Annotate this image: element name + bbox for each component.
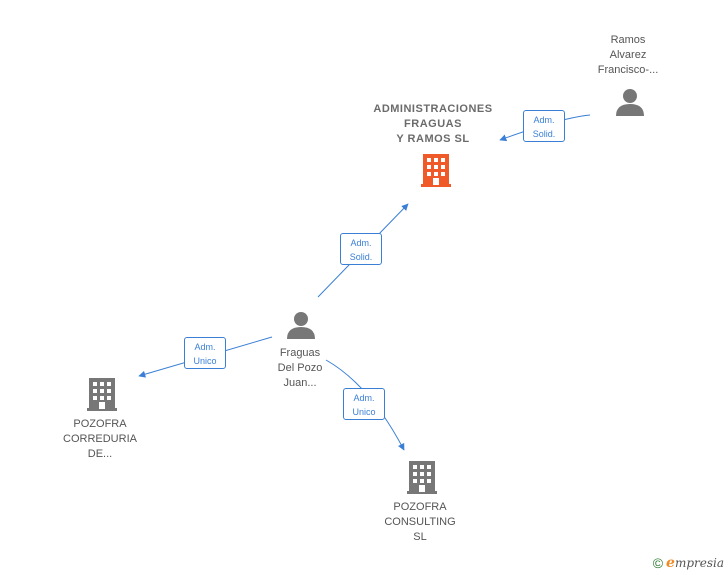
badge-line: Adm.: [353, 393, 375, 403]
label-line: DE...: [87, 448, 113, 460]
building-icon[interactable]: [87, 378, 117, 411]
person-icon[interactable]: [287, 312, 315, 339]
badge-line: Unico: [193, 356, 217, 366]
badge-line: Adm.: [194, 342, 216, 352]
label-line: POZOFRA: [73, 418, 127, 430]
label-line: Fraguas: [279, 347, 321, 359]
company-consulting-label[interactable]: POZOFRA CONSULTING SL: [370, 500, 470, 545]
company-correduria-label[interactable]: POZOFRA CORREDURIA DE...: [50, 417, 150, 462]
badge-line: Solid.: [532, 129, 556, 139]
footer-brand: © empresia: [653, 555, 724, 571]
label-line: Alvarez: [609, 49, 647, 61]
label-line: ADMINISTRACIONES: [373, 103, 493, 115]
label-line: Ramos: [610, 34, 646, 46]
label-line: POZOFRA: [393, 501, 447, 513]
building-icon[interactable]: [421, 154, 451, 187]
label-line: Juan...: [283, 377, 317, 389]
role-badge-fraguas-main[interactable]: Adm. Solid.: [340, 233, 382, 265]
badge-line: Adm.: [350, 238, 372, 248]
label-line: FRAGUAS: [404, 118, 462, 130]
label-line: CONSULTING: [384, 516, 456, 528]
copyright-icon: ©: [652, 555, 664, 571]
brand-logo-rest: mpresia: [674, 556, 724, 570]
badge-line: Unico: [352, 407, 376, 417]
brand-logo[interactable]: empresia: [666, 555, 724, 571]
label-line: Y RAMOS SL: [396, 133, 470, 145]
badge-line: Solid.: [349, 252, 373, 262]
label-line: Francisco-...: [597, 64, 659, 76]
label-line: SL: [413, 531, 427, 543]
role-badge-ramos-main[interactable]: Adm. Solid.: [523, 110, 565, 142]
label-line: CORREDURIA: [63, 433, 137, 445]
role-badge-fraguas-correduria[interactable]: Adm. Unico: [184, 337, 226, 369]
role-badge-fraguas-consulting[interactable]: Adm. Unico: [343, 388, 385, 420]
main-company-label[interactable]: ADMINISTRACIONES FRAGUAS Y RAMOS SL: [353, 102, 513, 147]
person-ramos-label[interactable]: Ramos Alvarez Francisco-...: [580, 33, 676, 78]
brand-logo-initial: e: [666, 555, 675, 571]
person-icon[interactable]: [616, 89, 644, 116]
label-line: Del Pozo: [277, 362, 323, 374]
building-icon[interactable]: [407, 461, 437, 494]
badge-line: Adm.: [533, 115, 555, 125]
person-fraguas-label[interactable]: Fraguas Del Pozo Juan...: [252, 346, 348, 391]
